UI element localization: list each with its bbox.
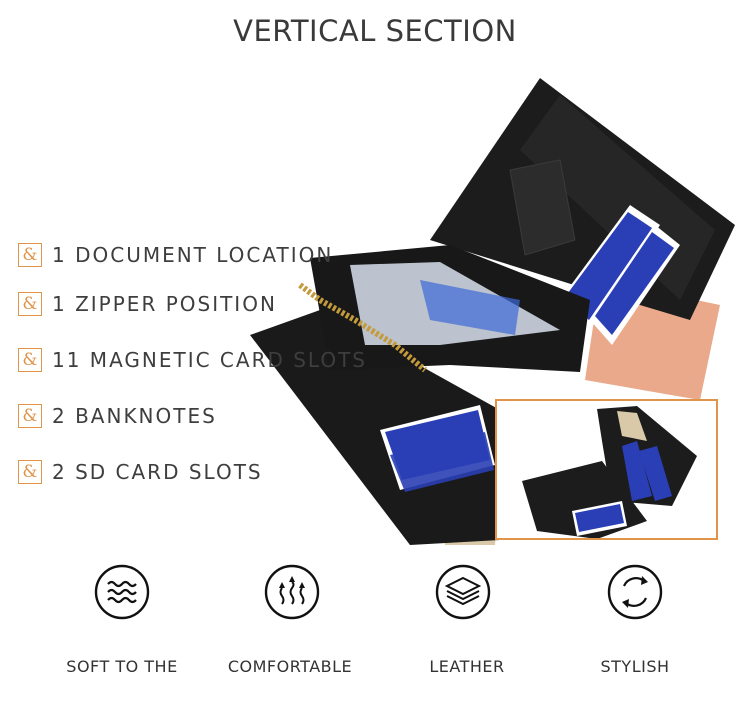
feature-label: 2 BANKNOTES: [52, 404, 217, 428]
ampersand-icon: &: [18, 348, 42, 372]
feature-item: & 1 ZIPPER POSITION: [18, 292, 277, 316]
arrows-up-icon: [264, 564, 320, 620]
badge-label: SOFT TO THE: [66, 657, 178, 676]
badge-label: STYLISH: [600, 657, 670, 676]
feature-label: 1 ZIPPER POSITION: [52, 292, 277, 316]
ampersand-icon: &: [18, 243, 42, 267]
ampersand-icon: &: [18, 460, 42, 484]
inset-wallet-photo: [495, 399, 718, 540]
badge-label: COMFORTABLE: [227, 657, 353, 676]
rotate-icon: [607, 564, 663, 620]
feature-item: & 2 BANKNOTES: [18, 404, 217, 428]
feature-item: & 2 SD CARD SLOTS: [18, 460, 263, 484]
feature-label: 1 DOCUMENT LOCATION: [52, 243, 334, 267]
feature-item: & 1 DOCUMENT LOCATION: [18, 243, 333, 267]
feature-label: 2 SD CARD SLOTS: [52, 460, 263, 484]
layers-icon: [435, 564, 491, 620]
feature-item: & 11 MAGNETIC CARD SLOTS: [18, 348, 367, 372]
ampersand-icon: &: [18, 292, 42, 316]
feature-label: 11 MAGNETIC CARD SLOTS: [52, 348, 368, 372]
wallet-photo: [250, 78, 735, 545]
ampersand-icon: &: [18, 404, 42, 428]
waves-icon: [94, 564, 150, 620]
page-title: VERTICAL SECTION: [233, 14, 517, 48]
badge-label: LEATHER: [429, 657, 505, 676]
